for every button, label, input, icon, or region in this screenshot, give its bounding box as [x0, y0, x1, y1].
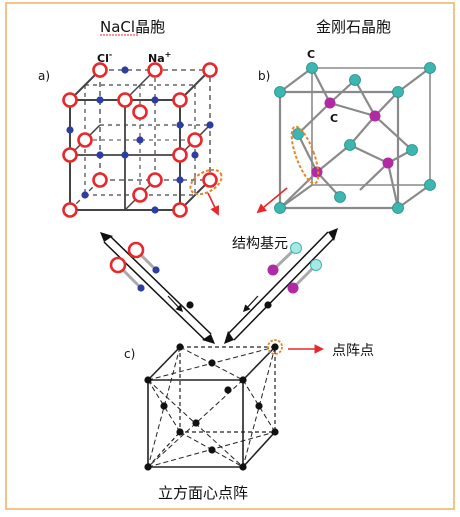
nacl-title: NaCl晶胞 — [100, 18, 165, 36]
nacl-pair-2 — [109, 256, 145, 292]
structural-unit-label: 结构基元 — [232, 235, 288, 252]
carbon-pair-2 — [287, 259, 322, 294]
frame-border — [5, 2, 455, 510]
panel-a-label: a) — [38, 69, 50, 83]
nacl-highlight-arrow — [207, 192, 220, 216]
nacl-to-point-arrow — [167, 295, 183, 313]
carbon-lattice-dot — [264, 301, 272, 309]
right-double-arrow — [224, 228, 338, 344]
carbon-label-inner: C — [330, 112, 338, 125]
carbon-atoms-teal — [274, 62, 436, 214]
nacl-highlight-ellipse — [189, 168, 223, 196]
nacl-pair-1 — [127, 241, 160, 274]
nacl-lattice-dot — [186, 301, 194, 309]
carbon-pair-1 — [267, 242, 302, 276]
diamond-highlight-arrow — [256, 187, 288, 214]
cl-ion-label: Cl- — [97, 50, 112, 65]
fcc-lattice-title: 立方面心点阵 — [158, 484, 248, 502]
na-atoms — [66, 66, 214, 214]
diamond-highlight-ellipse — [290, 125, 320, 185]
carbon-to-point-arrow — [243, 295, 259, 313]
carbon-atoms-magenta — [311, 97, 394, 178]
lattice-point-label: 点阵点 — [332, 343, 374, 359]
cl-atoms — [62, 62, 218, 218]
diamond-title: 金刚石晶胞 — [316, 18, 391, 36]
na-ion-label: Na+ — [148, 50, 171, 65]
carbon-label-top: C — [307, 48, 315, 61]
fcc-lattice-points — [144, 343, 279, 471]
panel-c-label: c) — [124, 347, 135, 361]
panel-b-label: b) — [258, 69, 270, 83]
lattice-point-highlight — [267, 339, 283, 355]
